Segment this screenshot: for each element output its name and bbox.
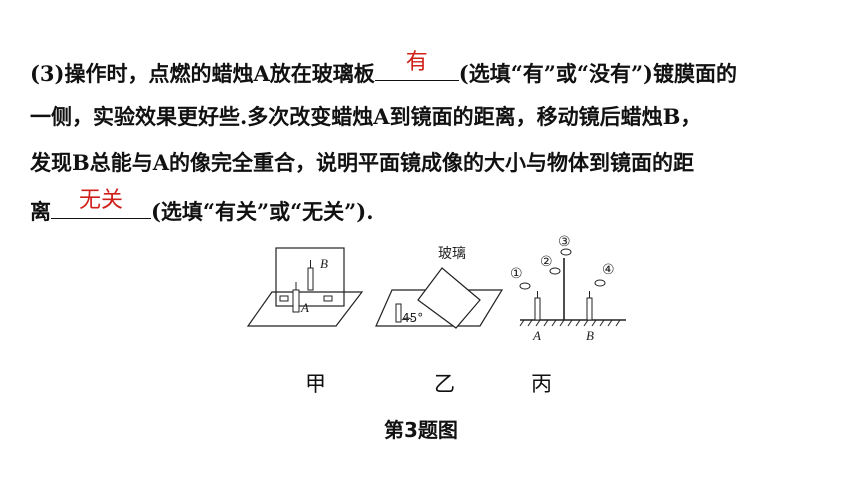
question-line-3: 发现B总能与A的像完全重合，说明平面镜成像的大小与物体到镜面的距 [30, 148, 694, 178]
answer-blank-2[interactable]: 无关 [51, 188, 151, 219]
fig1-label-b: B [320, 256, 328, 271]
figure-caption-bing: 丙 [531, 372, 552, 396]
fig2-glass-label: 玻璃 [438, 245, 466, 262]
answer-1: 有 [405, 50, 428, 75]
fig3-label-a: A [532, 328, 541, 343]
fig3-mark-1: ① [510, 266, 523, 282]
line2-text: 一侧，实验效果更好些.多次改变蜡烛A到镜面的距离，移动镜后蜡烛B， [30, 104, 702, 129]
answer-blank-1[interactable]: 有 [374, 50, 459, 81]
line1-pre: (3)操作时，点燃的蜡烛A放在玻璃板 [30, 61, 375, 86]
fig3-mark-2: ② [540, 254, 553, 270]
line3-text: 发现B总能与A的像完全重合，说明平面镜成像的大小与物体到镜面的距 [30, 150, 695, 175]
question-line-4: 离 无关 (选填“有关”或“无关”). [30, 188, 374, 227]
line4-pre: 离 [30, 199, 51, 224]
line1-post: (选填“有”或“没有”)镀膜面的 [458, 61, 737, 86]
question-line-2: 一侧，实验效果更好些.多次改变蜡烛A到镜面的距离，移动镜后蜡烛B， [30, 102, 701, 132]
figure-caption-yi: 乙 [434, 372, 455, 396]
line4-post: (选填“有关”或“无关”). [151, 199, 374, 224]
question-line-1: (3)操作时，点燃的蜡烛A放在玻璃板 有 (选填“有”或“没有”)镀膜面的 [30, 50, 737, 89]
fig3-mark-4: ④ [602, 262, 615, 278]
fig3-mark-3: ③ [558, 234, 571, 250]
fig3-label-b: B [586, 328, 594, 343]
answer-2: 无关 [78, 188, 123, 213]
fig2-angle-label: 45° [402, 311, 423, 325]
fig1-label-a: A [300, 300, 309, 315]
figure-title: 第3题图 [384, 418, 458, 442]
figure-yi-diagram: 45° 玻璃 [375, 245, 504, 329]
figure-jia-diagram: B A [246, 247, 364, 327]
figure-caption-jia: 甲 [305, 372, 326, 396]
figure-bing-diagram: ① ② ③ ④ A B [510, 234, 626, 343]
